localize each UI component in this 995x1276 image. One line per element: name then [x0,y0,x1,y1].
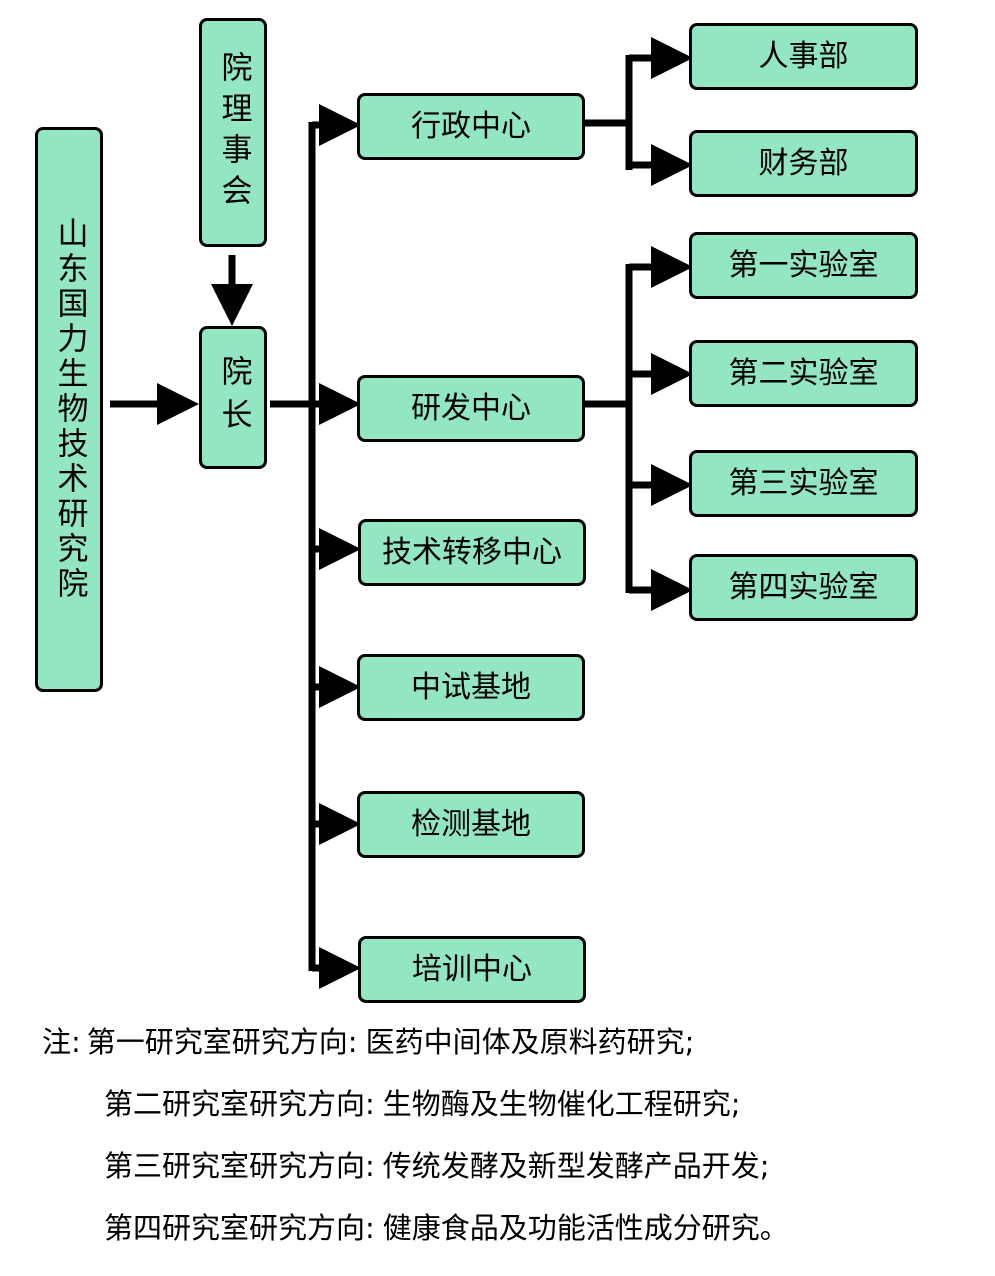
lab2-label: 第二实验室 [728,355,879,391]
lab4-label: 第四实验室 [728,569,879,605]
finance-dept-label: 财务部 [758,145,849,181]
training-center-label: 培训中心 [412,951,532,987]
lab3-label: 第三实验室 [728,465,879,501]
tech-transfer-center-label: 技术转移中心 [382,534,562,570]
note-4-head: 第四研究室研究方向: [104,1211,375,1245]
lab2-box: 第二实验室 [689,340,918,407]
note-line-3: 第三研究室研究方向:传统发酵及新型发酵产品开发; [104,1152,770,1181]
training-center-box: 培训中心 [358,936,586,1003]
president-label: 院长 [215,354,252,441]
note-3-body: 传统发酵及新型发酵产品开发; [382,1149,770,1183]
note-line-2: 第二研究室研究方向:生物酶及生物催化工程研究; [104,1090,741,1119]
hr-dept-label: 人事部 [758,38,849,74]
institute-label: 山东国力生物技术研究院 [51,217,88,602]
admin-center-box: 行政中心 [357,93,585,160]
note-line-4: 第四研究室研究方向:健康食品及功能活性成分研究。 [104,1214,789,1243]
board-label: 院理事会 [215,50,252,215]
testing-base-box: 检测基地 [357,791,585,858]
testing-base-label: 检测基地 [411,806,531,842]
institute-box: 山东国力生物技术研究院 [35,127,103,692]
lab4-box: 第四实验室 [689,554,918,621]
tech-transfer-center-box: 技术转移中心 [358,519,586,586]
note-1-body: 医药中间体及原料药研究; [365,1025,695,1059]
hr-dept-box: 人事部 [689,23,918,90]
note-1-head: 第一研究室研究方向: [86,1025,358,1059]
note-line-1: 注:第一研究室研究方向:医药中间体及原料药研究; [42,1028,694,1057]
pilot-base-label: 中试基地 [411,669,531,705]
rnd-center-box: 研发中心 [357,375,585,442]
note-3-head: 第三研究室研究方向: [104,1149,375,1183]
president-box: 院长 [199,326,267,469]
lab3-box: 第三实验室 [689,450,918,517]
admin-center-label: 行政中心 [411,108,531,144]
note-2-body: 生物酶及生物催化工程研究; [382,1087,741,1121]
finance-dept-box: 财务部 [689,130,918,197]
lab1-box: 第一实验室 [689,232,918,299]
board-box: 院理事会 [199,18,267,247]
note-2-head: 第二研究室研究方向: [104,1087,375,1121]
pilot-base-box: 中试基地 [357,654,585,721]
rnd-center-label: 研发中心 [411,390,531,426]
note-label: 注: [42,1025,81,1059]
note-4-body: 健康食品及功能活性成分研究。 [382,1211,789,1245]
lab1-label: 第一实验室 [728,247,879,283]
